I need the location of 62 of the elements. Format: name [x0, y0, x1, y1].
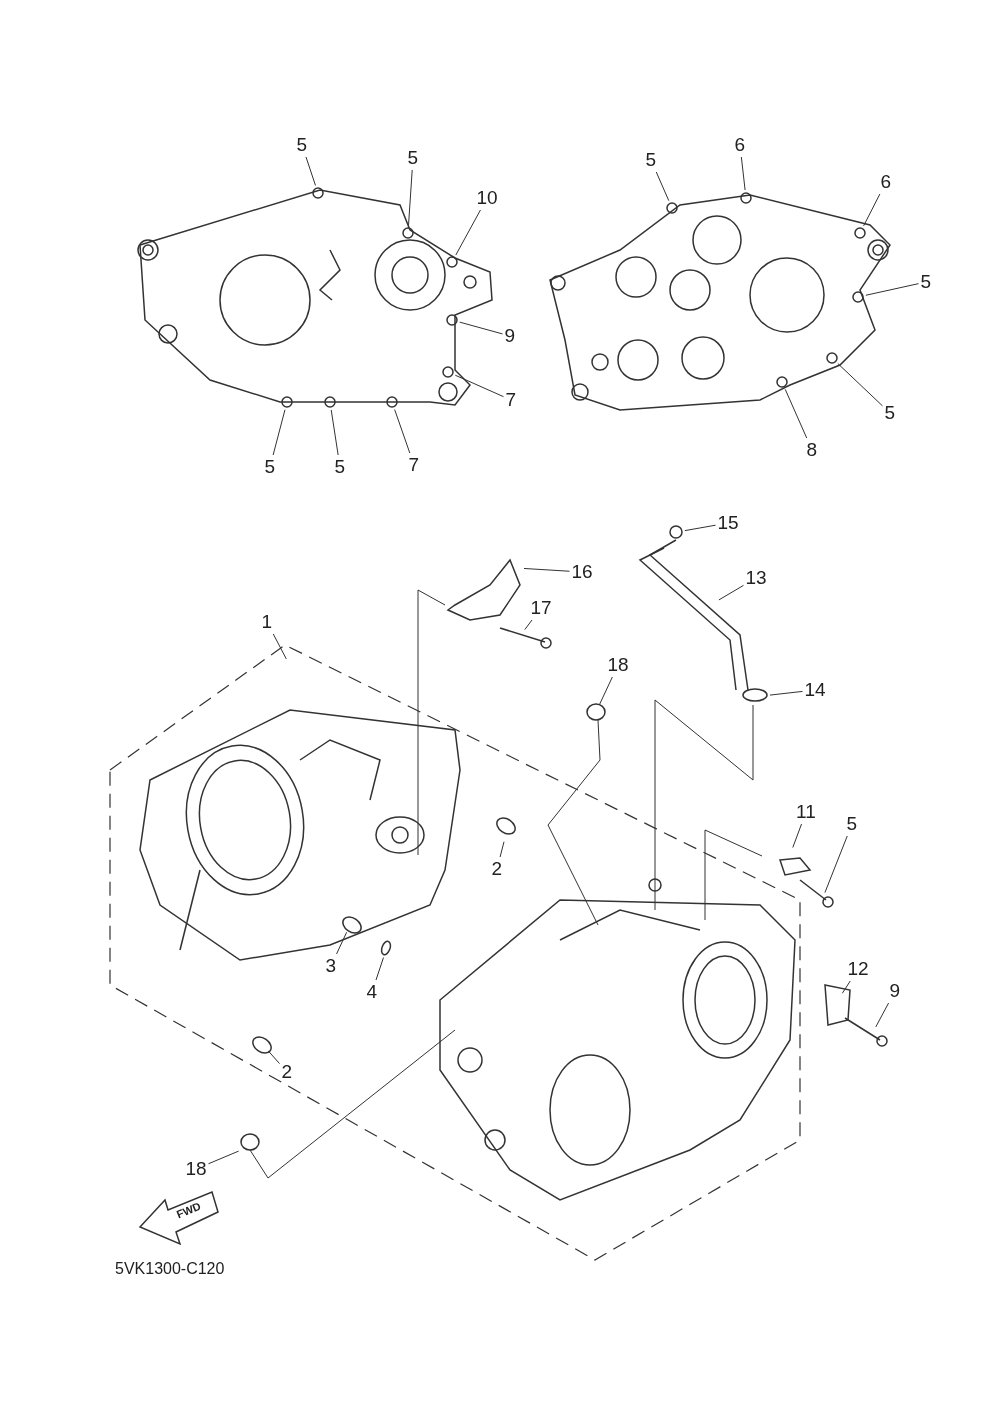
callout-number: 7: [505, 390, 517, 410]
leader-line: [718, 584, 744, 601]
leader-line: [740, 156, 746, 191]
leader-line: [272, 409, 286, 456]
callout-number: 5: [846, 814, 858, 834]
callout-number: 1: [261, 612, 273, 632]
leader-line: [598, 676, 613, 706]
leader-line: [784, 388, 808, 439]
leader-line: [524, 619, 533, 631]
callout-number: 5: [264, 457, 276, 477]
callout-number: 6: [880, 172, 892, 192]
leader-line: [865, 283, 919, 296]
leader-line: [330, 409, 339, 456]
leader-line: [208, 1150, 240, 1165]
callout-number: 2: [491, 859, 503, 879]
leader-line: [863, 193, 881, 227]
leader-line: [455, 209, 481, 256]
callout-number: 5: [920, 272, 932, 292]
diagram-code: 5VK1300-C120: [115, 1260, 225, 1278]
leader-line: [305, 156, 316, 186]
callout-number: 18: [185, 1159, 207, 1179]
leader-line: [272, 633, 287, 660]
leader-line: [769, 690, 803, 696]
callout-number: 18: [607, 655, 629, 675]
leader-line: [523, 568, 570, 572]
leader-line: [824, 835, 848, 894]
callout-number: 12: [847, 959, 869, 979]
leader-line: [875, 1002, 890, 1028]
callout-number: 13: [745, 568, 767, 588]
leader-line: [408, 169, 413, 226]
callout-number: 17: [530, 598, 552, 618]
leader-line: [394, 409, 411, 454]
callout-number: 11: [796, 802, 816, 822]
callout-number: 16: [571, 562, 593, 582]
direction-label: FWD: [174, 1199, 203, 1221]
callout-number: 14: [804, 680, 826, 700]
leader-line: [454, 374, 504, 398]
leader-line: [459, 321, 503, 335]
callout-number: 2: [281, 1062, 293, 1082]
leader-line: [375, 957, 384, 981]
callout-number: 5: [645, 150, 657, 170]
callout-number: 6: [734, 135, 746, 155]
callout-number: 8: [806, 440, 818, 460]
callout-number: 3: [325, 956, 337, 976]
leader-line: [684, 524, 716, 532]
callout-number: 9: [889, 981, 901, 1001]
callout-number: 5: [334, 457, 346, 477]
callout-number: 15: [717, 513, 739, 533]
leader-line: [655, 171, 670, 202]
leader-line: [837, 363, 883, 407]
leader-line: [267, 1050, 280, 1065]
leader-line: [499, 841, 505, 858]
callout-number: 10: [476, 188, 498, 208]
callout-number: 5: [407, 148, 419, 168]
callout-number: 4: [366, 982, 378, 1002]
leader-line: [841, 980, 851, 994]
leader-line: [336, 931, 348, 955]
leader-line: [792, 823, 803, 848]
callout-number: 5: [884, 403, 896, 423]
callout-number: 5: [296, 135, 308, 155]
callout-number: 9: [504, 326, 516, 346]
callout-number: 7: [408, 455, 420, 475]
